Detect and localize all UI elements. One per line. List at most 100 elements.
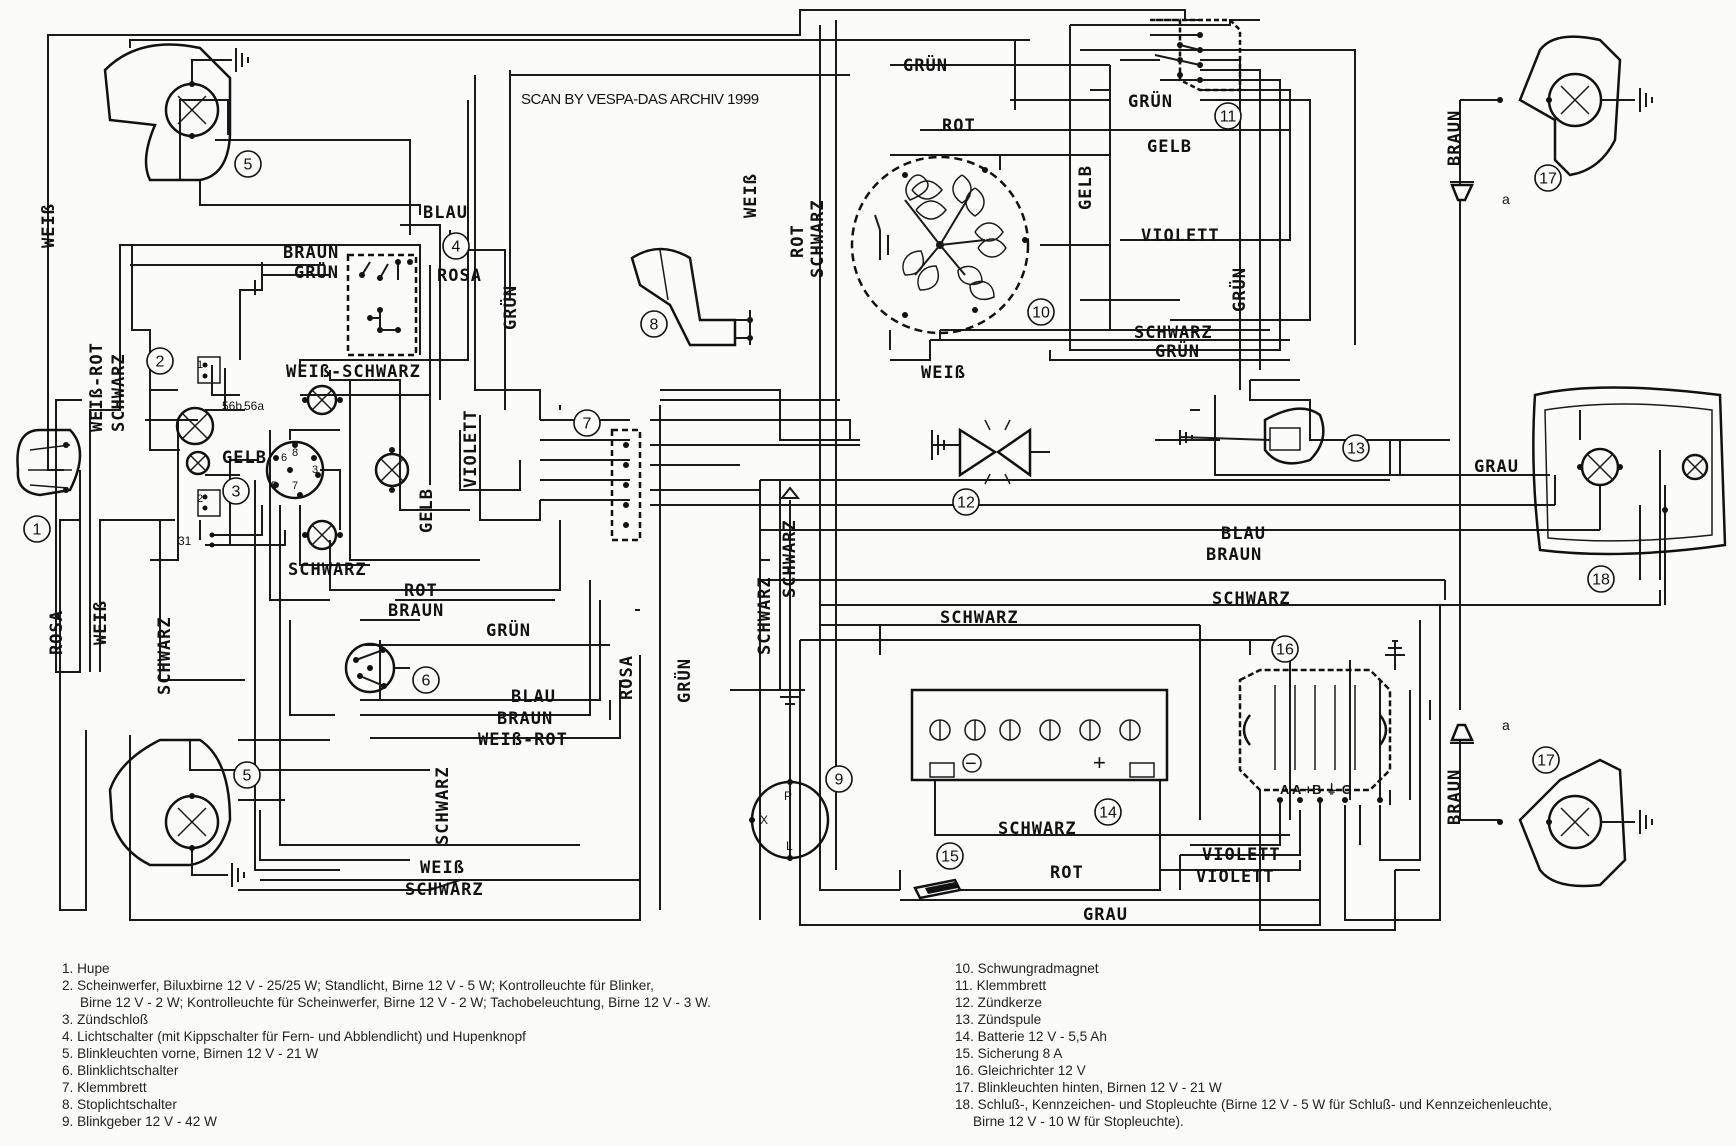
callout-circle (23, 515, 51, 543)
wire-label: BRAUN (1445, 769, 1465, 825)
legend-item: 3. Zündschloß (62, 1012, 149, 1027)
callout-circle (1271, 635, 1299, 663)
callout-circle (412, 666, 440, 694)
callout-circle (233, 761, 261, 789)
callout-circle (825, 765, 853, 793)
wire-label: GRÜN (294, 261, 339, 283)
ignition-lock-component (265, 440, 325, 500)
wire-label: GRAU (1083, 905, 1128, 925)
component-number: 13 (1347, 441, 1365, 458)
wire-label: WEIß (420, 858, 465, 878)
wire-label: VIOLETT (1196, 867, 1275, 887)
connector-a-top (1450, 181, 1474, 202)
callout-circle (936, 842, 964, 870)
legend-item: 5. Blinkleuchten vorne, Birnen 12 V - 21… (62, 1046, 319, 1061)
wire-label: BRAUN (1445, 110, 1465, 166)
wire-label: GRÜN (1155, 340, 1200, 362)
wire-label: ROT (404, 581, 438, 601)
legend-item: 7. Klemmbrett (62, 1080, 147, 1095)
legend-item: 17. Blinkleuchten hinten, Birnen 12 V - … (955, 1080, 1222, 1095)
flasher-unit-component (749, 779, 830, 861)
wire-label: SCHWARZ (940, 608, 1019, 628)
terminal-label: − (965, 753, 977, 775)
light-switch-component (346, 253, 418, 357)
rear-blinker-bottom (1497, 758, 1653, 888)
wires (47, 9, 1666, 931)
wire-label: BRAUN (497, 709, 553, 729)
terminal-label: a (1502, 717, 1510, 733)
terminal-label: 31 (178, 534, 192, 548)
wire-label: SCHWARZ (1134, 323, 1213, 343)
wire-label: GRÜN (486, 619, 531, 641)
wire-label: SCHWARZ (780, 519, 800, 598)
wire-label: SCHWARZ (433, 766, 453, 845)
component-number: 10 (1032, 305, 1050, 322)
terminal-label: 2 (197, 493, 203, 505)
ground-symbols (775, 486, 1405, 705)
legend-item: 18. Schluß-, Kennzeichen- und Stopleucht… (955, 1097, 1552, 1112)
component-number: 16 (1276, 642, 1294, 659)
component-number: 18 (1592, 572, 1610, 589)
terminal-label: 1 (197, 359, 203, 371)
blinker-switch-component (344, 642, 410, 694)
legend-item: 9. Blinkgeber 12 V - 42 W (62, 1114, 217, 1129)
wire-label: GRÜN (1128, 90, 1173, 112)
flywheel-magneto-component (850, 155, 1030, 335)
terminal-label: a (1502, 191, 1510, 207)
wire-label: ROT (788, 224, 808, 258)
component-number: 1 (33, 522, 42, 539)
wire-label: BLAU (511, 687, 556, 707)
wire-label: ROT (942, 116, 976, 136)
wire-label: SCHWARZ (288, 560, 367, 580)
callout-circle (1587, 565, 1615, 593)
component-number: 4 (452, 239, 461, 256)
callout-circle (640, 310, 668, 338)
wire-label: SCHWARZ (998, 819, 1077, 839)
wire-label: SCHWARZ (109, 353, 129, 432)
component-number: 11 (1220, 109, 1237, 126)
legend-item: 13. Zündspule (955, 1012, 1042, 1027)
wire-label: GRÜN (499, 285, 521, 330)
terminal-board-7 (610, 428, 642, 542)
terminal-label: 6 (281, 452, 287, 464)
wire-label: SCHWARZ (155, 616, 175, 695)
wire-label: ROSA (617, 655, 637, 700)
spark-plug-component (931, 419, 1050, 485)
front-blinker-bottom (108, 738, 245, 887)
wire-label: VIOLETT (461, 409, 481, 488)
connector-a-bottom (1450, 723, 1474, 744)
terminal-board-11 (1150, 18, 1242, 92)
terminal-label: 56b (222, 399, 242, 413)
wire-label: GELB (1076, 165, 1096, 210)
callout-circle (442, 232, 470, 260)
component-number: 15 (941, 849, 959, 866)
legend-item: 14. Batterie 12 V - 5,5 Ah (955, 1029, 1107, 1044)
wire-label: BLAU (1221, 524, 1266, 544)
callout-circle (146, 347, 174, 375)
legend-item: 10. Schwungradmagnet (955, 961, 1099, 976)
scan-credit: SCAN BY VESPA-DAS ARCHIV 1999 (521, 91, 759, 108)
callout-circle (573, 409, 601, 437)
legend-item: 2. Scheinwerfer, Biluxbirne 12 V - 25/25… (62, 978, 654, 993)
tail-light-component (1532, 386, 1727, 556)
callout-circle (1532, 746, 1560, 774)
terminal-label: A A +B ⏚ G (1280, 782, 1352, 797)
component-number: 12 (957, 495, 975, 512)
terminal-labels: 56b 56a 31 1 2 6 8 3 5 7 a a P X L A A +… (178, 191, 1510, 853)
component-number: 3 (232, 484, 241, 501)
wire-label: ROSA (437, 266, 482, 286)
wire-label: GELB (417, 488, 437, 533)
wire-label: WEIß-SCHWARZ (286, 362, 421, 382)
wire-label: VIOLETT (1202, 845, 1281, 865)
callout-circle (1094, 798, 1122, 826)
wire-label: GRÜN (903, 54, 948, 76)
terminal-label: 3 (312, 464, 318, 476)
wire-label: SCHWARZ (808, 199, 828, 278)
front-blinker-top (103, 43, 249, 182)
legend-item: 12. Zündkerze (955, 995, 1042, 1010)
legend-item: Birne 12 V - 2 W; Kontrolleuchte für Sch… (80, 995, 711, 1010)
headlight-component (175, 356, 410, 551)
terminal-label: 8 (292, 447, 298, 459)
